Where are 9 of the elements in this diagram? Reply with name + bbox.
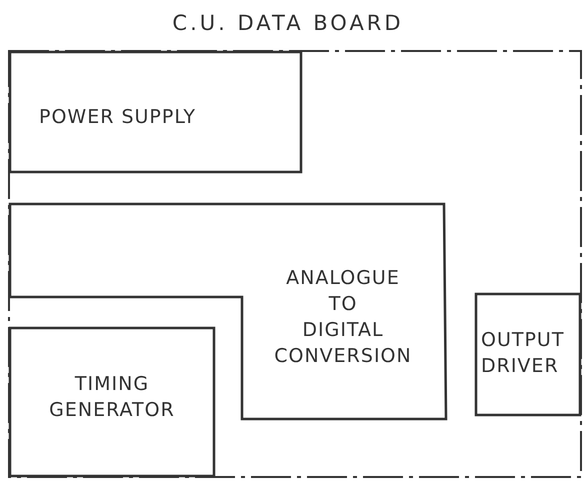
board-title: C.U. DATA BOARD [171,10,405,36]
module-label: ANALOGUE TO DIGITAL CONVERSION [273,266,413,369]
module-box [475,293,581,416]
module-label: OUTPUT DRIVER [481,328,566,379]
module-box [9,203,447,420]
module-label: POWER SUPPLY [39,105,197,130]
module-box [9,51,302,173]
module-label: TIMING GENERATOR [48,372,176,423]
module-box [9,327,215,477]
